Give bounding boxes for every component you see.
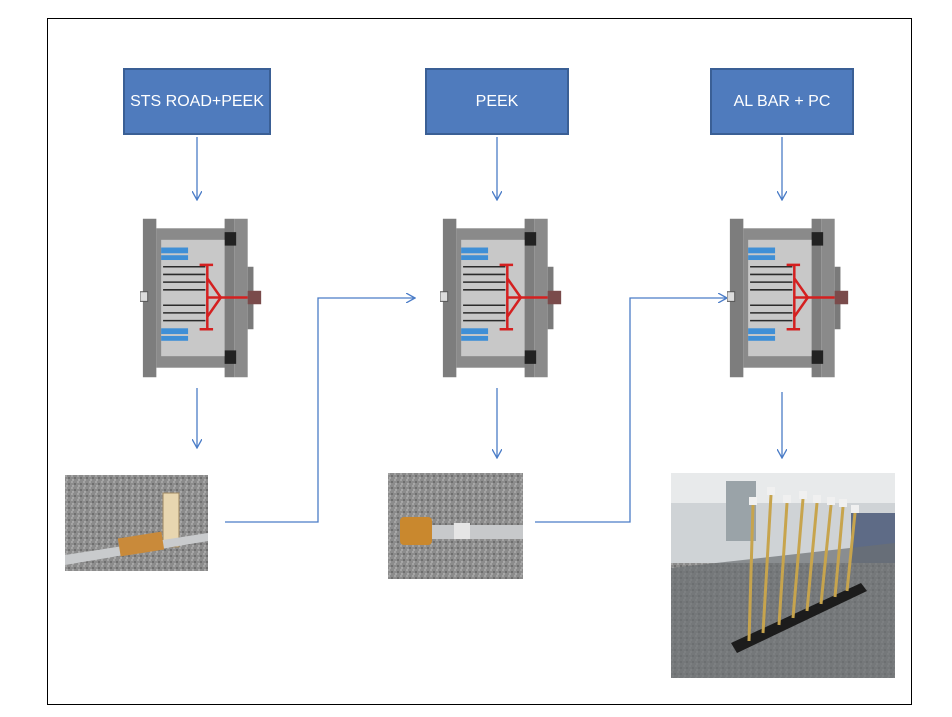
step-2-label: PEEK — [475, 92, 519, 110]
connector-photo1-to-mold2 — [225, 298, 415, 523]
finished-rods-on-stand-photo — [671, 473, 895, 678]
rod-with-peek-sleeve-photo — [65, 475, 208, 571]
step-3-label-box: AL BAR + PC — [710, 68, 854, 135]
rod-with-peek-end-photo — [388, 473, 523, 579]
step-2-label-box: PEEK — [425, 68, 569, 135]
step-3-label: AL BAR + PC — [733, 92, 831, 110]
connector-photo2-to-mold3 — [535, 298, 727, 523]
mold-diagram-3 — [727, 218, 852, 378]
mold-diagram-2 — [440, 218, 565, 378]
mold-diagram-1 — [140, 218, 265, 378]
step-1-label: STS ROAD+PEEK — [130, 92, 264, 110]
step-1-label-box: STS ROAD+PEEK — [123, 68, 271, 135]
